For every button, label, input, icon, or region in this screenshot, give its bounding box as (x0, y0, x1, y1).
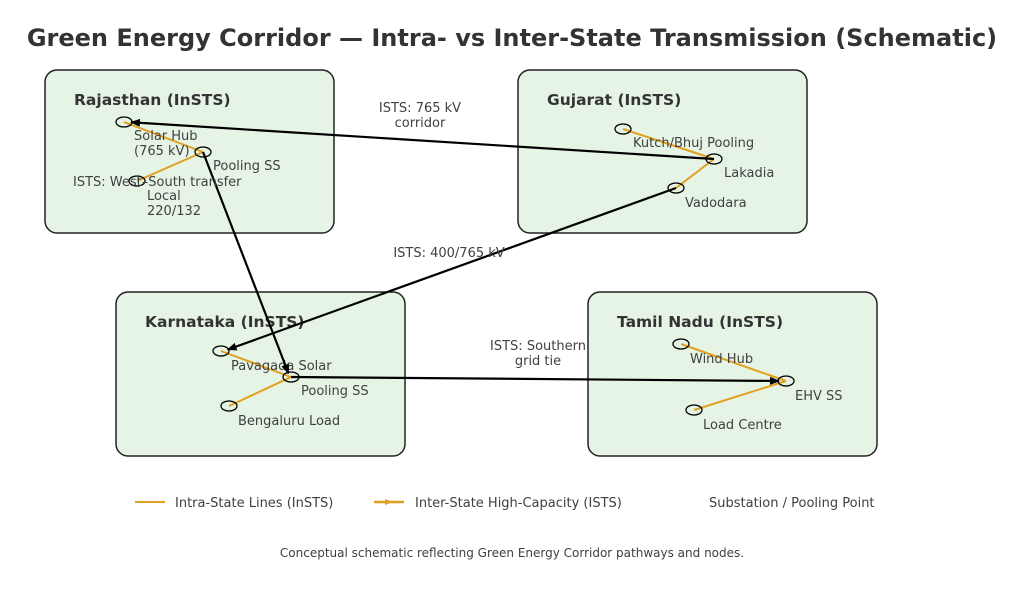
inter-state-line-guj-vadodara-to-kar-pavagada (226, 186, 677, 351)
substation-node-kar-pavagada (212, 345, 230, 357)
legend-inter-label: Inter-State High-Capacity (ISTS) (415, 496, 622, 511)
region-title: Karnataka (InSTS) (145, 313, 305, 331)
legend-intra-label: Intra-State Lines (InSTS) (175, 496, 333, 511)
intra-state-line (680, 343, 787, 382)
substation-node-tn-wind-hub (672, 338, 690, 350)
node-label-raj-solar-hub: Solar Hub(765 kV) (134, 129, 198, 159)
ists-west-south-note: ISTS: West–South transfer (73, 175, 242, 190)
inter-state-line-guj-lakadia-to-raj-solar-hub (129, 118, 715, 161)
intra-state-line (693, 380, 787, 411)
region-title: Gujarat (InSTS) (547, 91, 681, 109)
intra-state-line (228, 376, 292, 407)
node-label-kar-pavagada: Pavagada Solar (231, 359, 332, 374)
substation-node-guj-vadodara (667, 182, 685, 194)
intra-state-line (123, 121, 204, 153)
legend-substation-label: Substation / Pooling Point (709, 496, 875, 511)
node-label-kar-pooling-ss: Pooling SS (301, 384, 369, 399)
node-label-tn-wind-hub: Wind Hub (690, 352, 753, 367)
node-label-tn-ehv-ss: EHV SS (795, 389, 843, 404)
substation-node-raj-local (128, 175, 146, 187)
intra-state-lines (123, 121, 787, 411)
node-label-kar-bengaluru: Bengaluru Load (238, 414, 340, 429)
node-label-tn-load-centre: Load Centre (703, 418, 782, 433)
region-box (517, 69, 808, 234)
intra-state-line (675, 158, 715, 189)
intra-state-line (622, 128, 715, 160)
substation-node-tn-load-centre (685, 404, 703, 416)
inter-state-label: ISTS: 400/765 kV (393, 246, 504, 261)
intra-state-line (136, 151, 204, 182)
region-box (587, 291, 878, 457)
substation-node-guj-kutch (614, 123, 632, 135)
diagram-title: Green Energy Corridor — Intra- vs Inter-… (27, 24, 997, 52)
region-box (44, 69, 335, 234)
inter-state-lines (129, 118, 781, 385)
intra-state-line (220, 350, 292, 378)
region-gujarat: Gujarat (InSTS) (517, 69, 808, 234)
region-rajasthan: Rajasthan (InSTS) (44, 69, 335, 234)
region-tamilnadu: Tamil Nadu (InSTS) (587, 291, 878, 457)
substation-node-raj-pooling-ss (194, 146, 212, 158)
inter-state-line-kar-pooling-ss-to-tn-ehv-ss (290, 375, 781, 385)
caption: Conceptual schematic reflecting Green En… (280, 546, 744, 560)
substation-node-kar-bengaluru (220, 400, 238, 412)
node-label-raj-pooling-ss: Pooling SS (213, 159, 281, 174)
region-box (115, 291, 406, 457)
node-label-guj-vadodara: Vadodara (685, 196, 747, 211)
region-title: Rajasthan (InSTS) (74, 91, 231, 109)
legend: Intra-State Lines (InSTS) Inter-State Hi… (135, 496, 875, 511)
region-karnataka: Karnataka (InSTS) (115, 291, 406, 457)
region-title: Tamil Nadu (InSTS) (617, 313, 783, 331)
node-label-guj-lakadia: Lakadia (724, 166, 774, 181)
inter-state-line-raj-pooling-ss-to-kar-pooling-ss (201, 151, 290, 375)
node-label-guj-kutch: Kutch/Bhuj Pooling (633, 136, 754, 151)
legend-inter-arrow-icon (385, 499, 393, 505)
